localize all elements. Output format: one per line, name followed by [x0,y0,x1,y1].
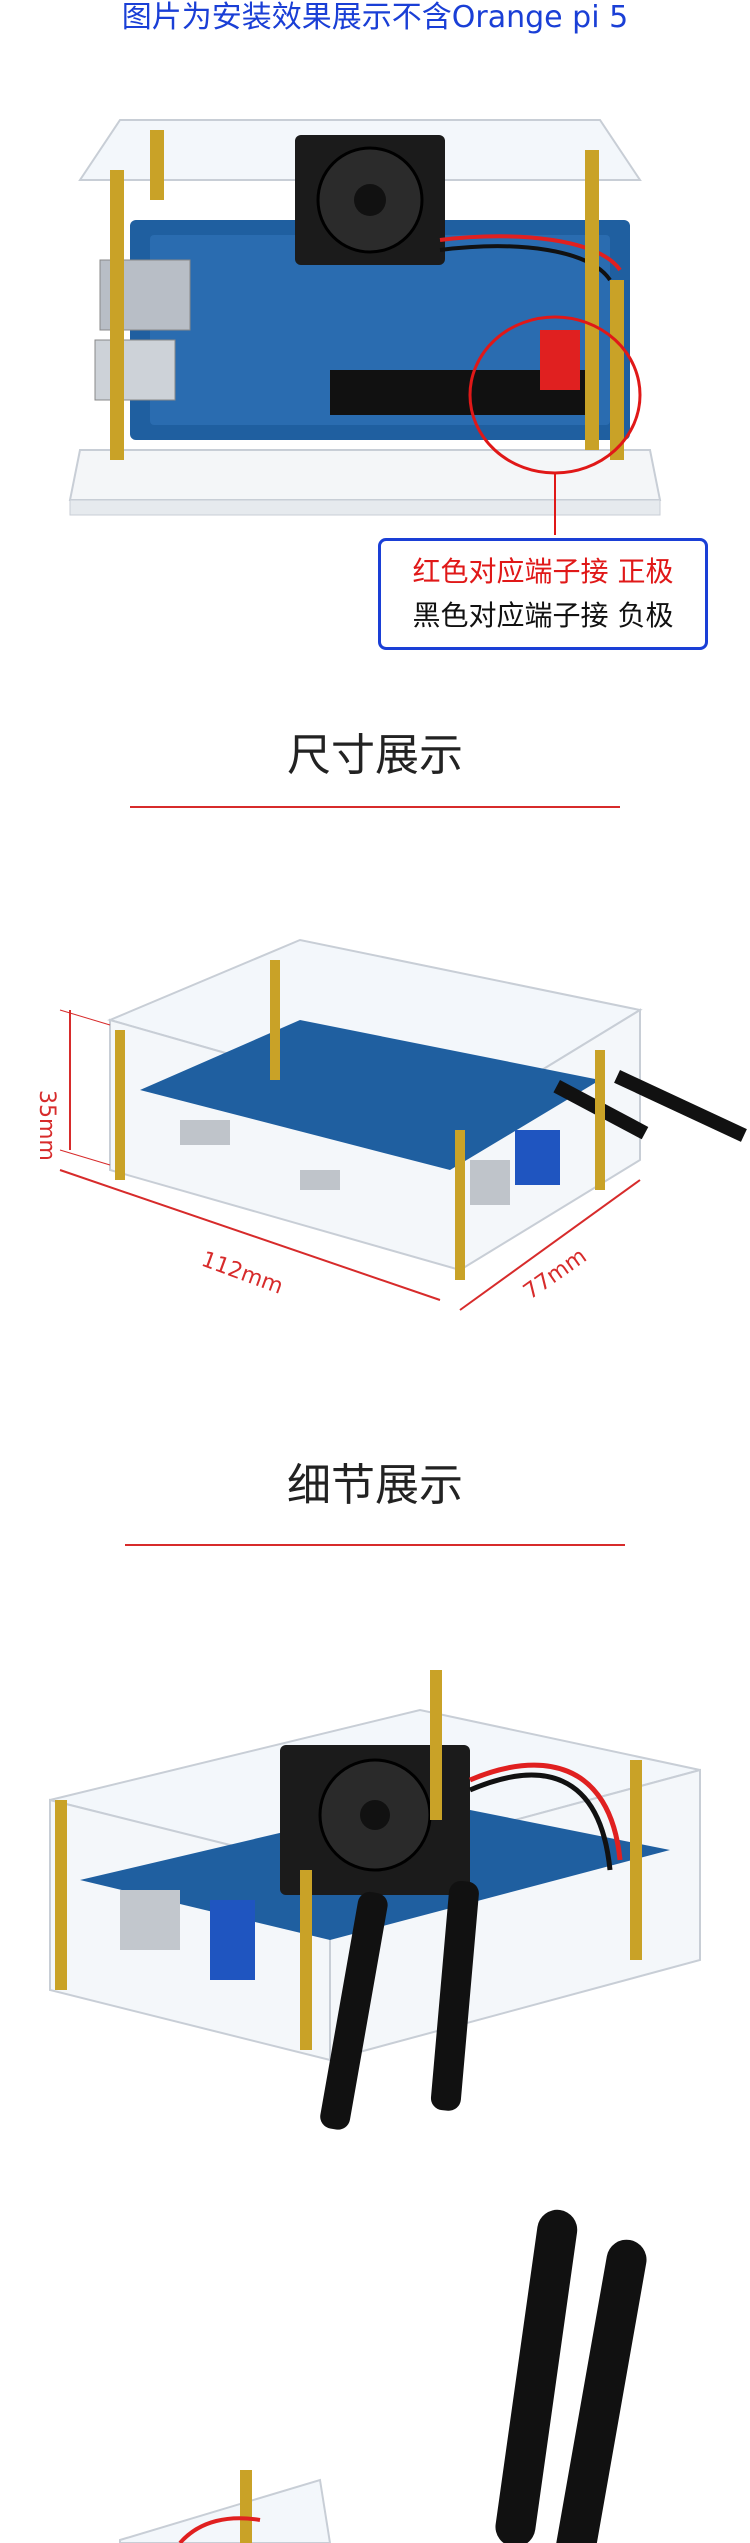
product-image-dimensions: 35mm 112mm 77mm [34,938,747,1311]
width-label: 77mm [519,1244,591,1305]
section-title-dimensions: 尺寸展示 [287,730,463,781]
product-image-antennas-partial [119,2209,647,2543]
length-label: 112mm [198,1247,286,1300]
title-underline [130,806,620,808]
product-image-installed [68,119,662,535]
title-underline-2 [125,1544,625,1546]
legend-negative: 黑色对应端子接 负极 [412,599,674,632]
terminal-legend-box: 红色对应端子接 正极 黑色对应端子接 负极 [378,538,708,650]
top-caption: 图片为安装效果展示不含Orange pi 5 [121,0,629,35]
height-label: 35mm [34,1090,59,1161]
legend-positive: 红色对应端子接 正极 [412,555,674,588]
section-title-details: 细节展示 [287,1460,463,1511]
product-image-details [49,1670,701,2130]
